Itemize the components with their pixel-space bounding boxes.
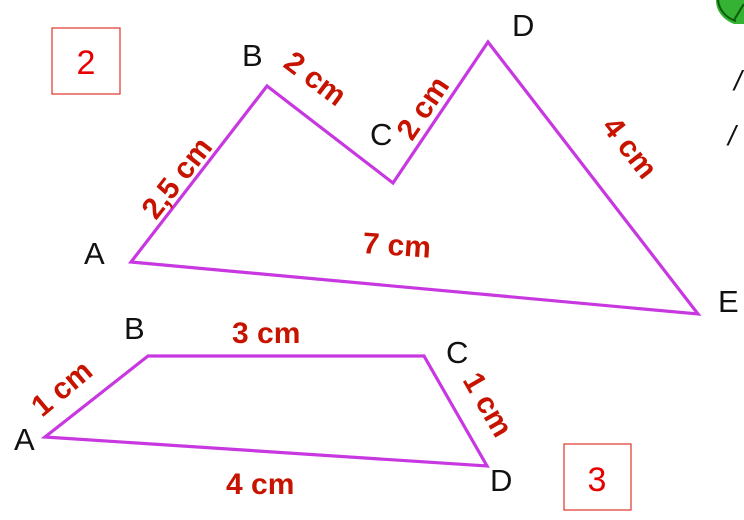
figure-number-3: 3 bbox=[588, 461, 607, 499]
figure-number-box-3 bbox=[563, 443, 632, 511]
vertex-label-D-fig2: D bbox=[512, 8, 534, 43]
measure-AB-fig2: 2,5 cm bbox=[136, 131, 220, 225]
measure-CD-fig2: 2 cm bbox=[390, 71, 456, 146]
measure-BC-fig3: 3 cm bbox=[232, 317, 300, 350]
vertex-label-E-fig2: E bbox=[718, 284, 739, 319]
clipped-letter-2: / bbox=[726, 120, 739, 151]
pentagon-ABCDE bbox=[127, 39, 702, 316]
green-character-clipart bbox=[716, 0, 744, 24]
vertex-label-B-fig2: B bbox=[242, 38, 263, 73]
measure-AD-fig3: 4 cm bbox=[226, 468, 294, 501]
vertex-label-A-fig3: A bbox=[14, 422, 35, 457]
measure-DE-fig2: 4 cm bbox=[595, 111, 663, 185]
measure-AB-fig3: 1 cm bbox=[25, 354, 99, 423]
vertex-label-B-fig3: B bbox=[124, 311, 145, 346]
quadrilateral-ABCD bbox=[40, 354, 490, 468]
clipped-letter-1: / bbox=[732, 65, 744, 96]
measure-AE-fig2: 7 cm bbox=[362, 227, 433, 265]
figure-number-2: 2 bbox=[77, 44, 96, 82]
figure-number-box-2 bbox=[51, 27, 121, 95]
vertex-label-A-fig2: A bbox=[84, 236, 105, 271]
vertex-label-C-fig3: C bbox=[446, 335, 468, 370]
vertex-label-C-fig2: C bbox=[370, 117, 392, 152]
vertex-label-D-fig3: D bbox=[490, 463, 512, 498]
